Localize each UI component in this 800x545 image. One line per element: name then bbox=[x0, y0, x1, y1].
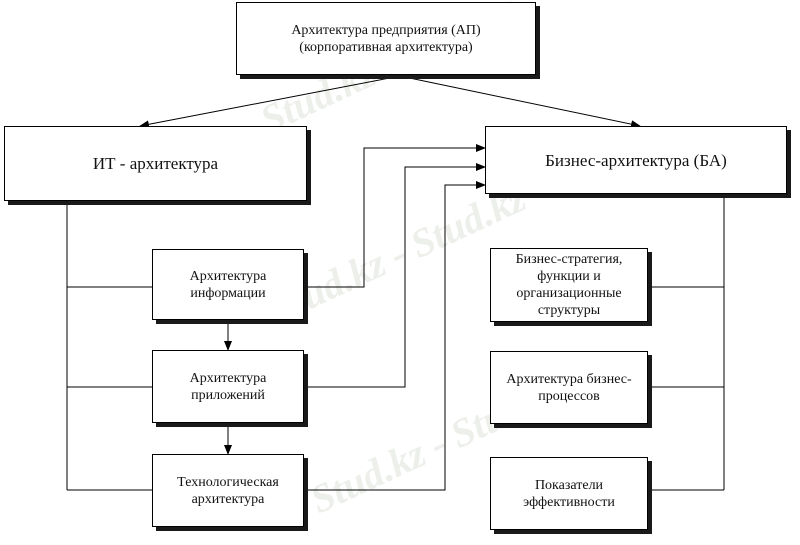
it-architecture-box: ИТ - архитектура bbox=[4, 126, 307, 201]
business-process-architecture-box: Архитектура бизнес- процессов bbox=[490, 351, 648, 424]
performance-indicators-box: Показатели эффективности bbox=[490, 457, 648, 530]
technology-architecture-box: Технологическая архитектура bbox=[152, 454, 304, 527]
link-apps-ba bbox=[295, 163, 486, 391]
link-tech-ba bbox=[295, 181, 486, 494]
enterprise-architecture-box: Архитектура предприятия (АП) (корпоратив… bbox=[236, 2, 536, 75]
application-architecture-box: Архитектура приложений bbox=[152, 350, 304, 423]
business-architecture-box: Бизнес-архитектура (БА) bbox=[485, 126, 787, 194]
information-architecture-box: Архитектура информации bbox=[152, 249, 304, 320]
link-info-ba bbox=[295, 144, 486, 291]
arrow-root-to-it bbox=[139, 75, 401, 129]
business-strategy-box: Бизнес-стратегия, функции и организацион… bbox=[490, 248, 648, 322]
arrow-root-to-ba bbox=[399, 75, 641, 129]
